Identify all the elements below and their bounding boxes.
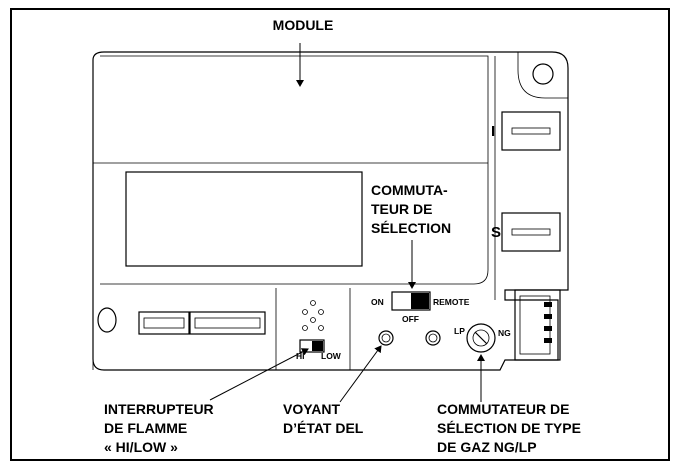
led-label-line: D’ÉTAT DEL (283, 420, 364, 436)
flame-label-line: INTERRUPTEUR (104, 401, 214, 417)
side-connector (514, 289, 561, 361)
oval-hole (97, 307, 117, 333)
terminal-s-label: S (491, 224, 501, 241)
on-marking: ON (371, 297, 384, 307)
flame-label-line: « HI/LOW » (104, 439, 178, 455)
selection-switch: ON REMOTE OFF (371, 291, 470, 324)
flame-label-line: DE FLAMME (104, 420, 187, 436)
module-body (92, 51, 569, 371)
led-status-label: VOYANT D’ÉTAT DEL (283, 401, 364, 436)
hi-marking: HI (296, 351, 305, 361)
gas-type-selector: LP NG (454, 323, 511, 353)
terminal-i: I (491, 111, 561, 151)
selector-switch-label: COMMUTA- TEUR DE SÉLECTION (371, 182, 451, 236)
connector-small (138, 311, 190, 335)
flame-switch-pointer (209, 348, 309, 401)
gas-label-line: COMMUTATEUR DE (437, 401, 569, 417)
gas-label-line: DE GAZ NG/LP (437, 439, 537, 455)
outer-frame (10, 8, 670, 461)
selector-label-line: COMMUTA- (371, 182, 448, 198)
off-marking: OFF (402, 314, 419, 324)
flame-switch-label: INTERRUPTEUR DE FLAMME « HI/LOW » (104, 401, 214, 455)
led-label-line: VOYANT (283, 401, 341, 417)
lp-marking: LP (454, 326, 465, 336)
led-pointer (339, 345, 382, 403)
mounting-hole (517, 52, 568, 99)
status-leds (378, 330, 441, 346)
hi-low-switch: HI LOW (296, 339, 342, 361)
terminal-s: S (491, 212, 561, 252)
selector-label-line: TEUR DE (371, 201, 432, 217)
remote-marking: REMOTE (433, 297, 470, 307)
led-cluster (302, 300, 324, 331)
selector-label-line: SÉLECTION (371, 220, 451, 236)
gas-label-line: SÉLECTION DE TYPE (437, 420, 581, 436)
ng-marking: NG (498, 328, 511, 338)
module-window (125, 171, 363, 267)
gas-type-label: COMMUTATEUR DE SÉLECTION DE TYPE DE GAZ … (437, 401, 581, 455)
connector-large (189, 311, 266, 335)
low-marking: LOW (321, 351, 342, 361)
terminal-i-label: I (491, 123, 495, 140)
module-label: MODULE (273, 17, 334, 33)
